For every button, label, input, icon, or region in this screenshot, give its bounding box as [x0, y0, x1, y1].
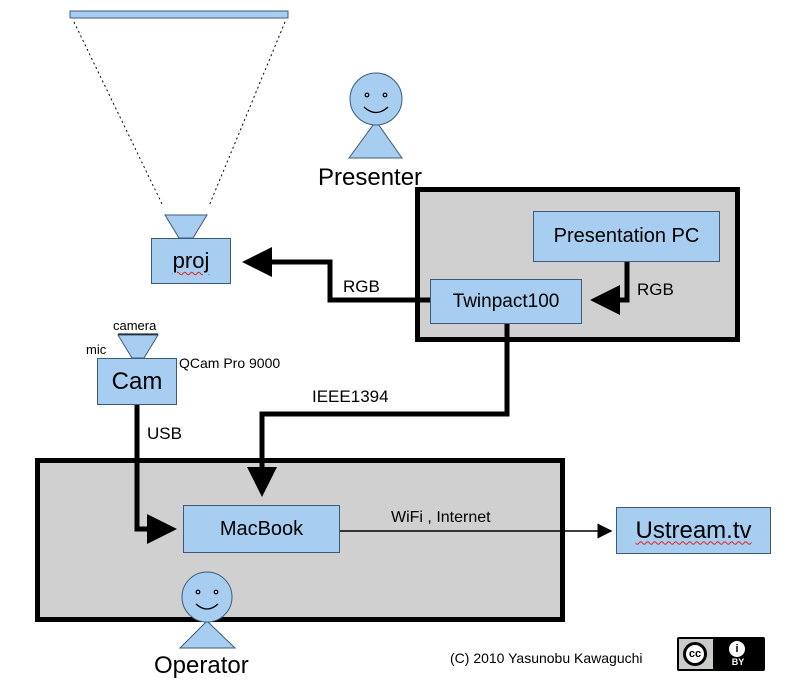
- cc-by-license-badge: cc i BY: [677, 637, 765, 671]
- cc-by-panel: i BY: [713, 639, 763, 669]
- macbook-box: MacBook: [183, 505, 340, 553]
- presentation-pc-label: Presentation PC: [553, 225, 700, 247]
- usb-link: [134, 405, 177, 544]
- presentation-pc-box: Presentation PC: [533, 211, 720, 262]
- rgb-link-twinpact-to-proj: [242, 247, 430, 303]
- cc-by-text: BY: [731, 657, 745, 667]
- proj-label: proj: [172, 248, 210, 273]
- qcam-model-label: QCam Pro 9000: [179, 355, 281, 371]
- copyright-text: (C) 2010 Yasunobu Kawaguchi: [450, 650, 643, 666]
- projector-lens: [164, 214, 208, 239]
- ieee1394-label: IEEE1394: [312, 387, 389, 406]
- projection-beam-right: [208, 21, 286, 207]
- cam-box: Cam: [97, 358, 177, 405]
- cc-logo-icon: cc: [683, 642, 707, 666]
- camera-label: camera: [113, 318, 157, 333]
- operator-face: [195, 589, 219, 610]
- wifi-internet-label: WiFi , Internet: [391, 509, 491, 526]
- operator-person: [178, 571, 237, 649]
- rgb-label-right: RGB: [637, 280, 674, 299]
- rgb-label-left: RGB: [343, 277, 380, 296]
- ustream-box: Ustream.tv: [616, 507, 771, 554]
- rgb-link-pc-to-twinpact: [590, 262, 630, 315]
- ustream-label: Ustream.tv: [635, 516, 752, 544]
- presenter-face: [363, 92, 389, 114]
- mic-label: mic: [86, 342, 107, 357]
- presenter-caption: Presenter: [318, 164, 423, 191]
- twinpact-label: Twinpact100: [452, 290, 560, 312]
- attribution-icon: i: [729, 641, 745, 657]
- macbook-label: MacBook: [219, 517, 304, 540]
- twinpact-box: Twinpact100: [430, 279, 582, 324]
- cam-label: Cam: [111, 367, 163, 395]
- usb-label: USB: [147, 424, 182, 443]
- projection-screen: [69, 10, 289, 19]
- operator-caption: Operator: [154, 652, 249, 679]
- projection-beam-left: [73, 21, 164, 207]
- camera-lens: [117, 334, 159, 359]
- presenter-person: [348, 72, 403, 159]
- proj-box: proj: [151, 238, 231, 284]
- ieee1394-link: [247, 324, 510, 497]
